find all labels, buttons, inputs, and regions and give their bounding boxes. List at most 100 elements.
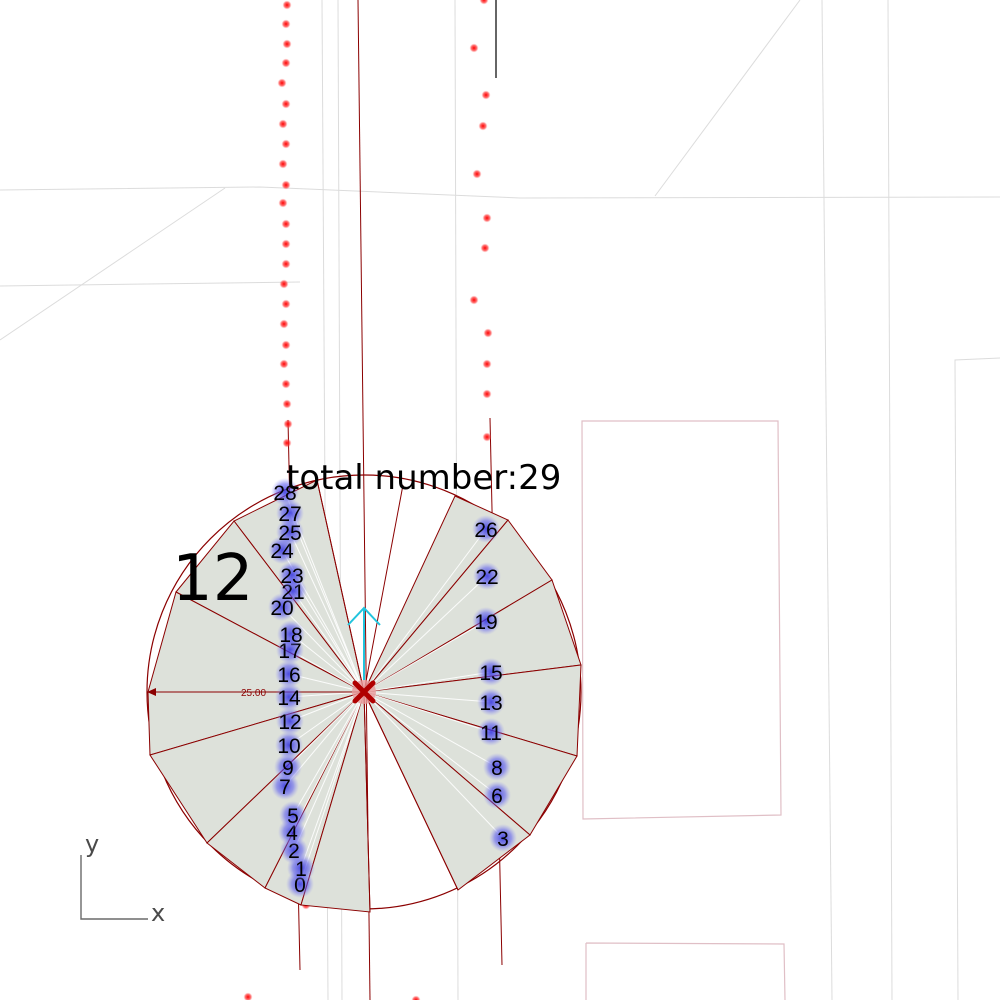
marker: 19 [472, 607, 500, 635]
sight-ray [287, 691, 365, 768]
marker: 27 [276, 499, 304, 527]
marker-glow [483, 781, 511, 809]
marker: 26 [472, 515, 500, 543]
sight-ray [300, 691, 365, 869]
marker-label: 22 [475, 566, 498, 589]
red-dot [282, 399, 292, 409]
marker: 10 [275, 731, 303, 759]
red-dot [482, 213, 492, 223]
marker: 15 [477, 658, 505, 686]
marker: 18 [277, 620, 305, 648]
sight-ray [363, 691, 492, 703]
sight-ray [363, 575, 488, 693]
marker-label: 1 [295, 858, 307, 881]
sight-ray [363, 671, 492, 693]
red-dot [482, 389, 492, 399]
total-count-label: total number:29 [286, 458, 561, 498]
marker-label: 18 [279, 624, 302, 647]
marker-label: 5 [287, 805, 299, 828]
road-edge-5 [887, 0, 893, 1000]
sight-ray [299, 691, 365, 885]
red-dot [281, 19, 291, 29]
red-dot [482, 359, 492, 369]
red-dot [479, 0, 489, 5]
red-dot [478, 121, 488, 131]
visibility-sectors [147, 479, 582, 913]
marker-glow [279, 801, 307, 829]
marker-label: 11 [480, 722, 502, 745]
marker: 28 [271, 478, 299, 506]
red-dot [243, 992, 253, 1000]
red-dot [482, 432, 492, 442]
sight-ray [363, 691, 498, 768]
marker-glow [472, 515, 500, 543]
sight-ray [288, 691, 365, 746]
red-dot [279, 319, 289, 329]
observer-cross-icon [352, 680, 376, 704]
marker-glow [472, 607, 500, 635]
red-dot [282, 39, 292, 49]
marker-label: 0 [294, 874, 306, 897]
marker-glow [477, 658, 505, 686]
red-dot-series [243, 0, 493, 1000]
marker: 16 [275, 660, 303, 688]
red-dot [469, 295, 479, 305]
sector-edge [363, 691, 371, 913]
north-arrow-icon [347, 606, 381, 680]
numbered-markers: 0123456789101112131415161718192021222324… [268, 478, 517, 898]
sector-edge [316, 479, 365, 693]
red-dot [411, 995, 421, 1000]
road-line-horizontal [0, 186, 1000, 199]
marker-label: 7 [279, 776, 291, 799]
marker-label: 15 [479, 662, 502, 685]
building-outline [581, 420, 782, 820]
marker-label: 12 [278, 711, 301, 734]
marker-glow [271, 478, 299, 506]
marker-glow [483, 753, 511, 781]
red-dot [281, 139, 291, 149]
marker: 9 [274, 753, 302, 781]
marker-glow [473, 562, 501, 590]
sight-ray [290, 633, 365, 693]
marker-glow [275, 683, 303, 711]
sight-ray [363, 691, 504, 839]
marker-label: 2 [288, 840, 300, 863]
red-dot [281, 379, 291, 389]
marker: 11 [477, 718, 505, 746]
sight-ray [289, 512, 365, 693]
big-number-label: 12 [172, 542, 253, 616]
red-dot [279, 279, 289, 289]
red-dot [278, 159, 288, 169]
red-dot [281, 99, 291, 109]
marker: 8 [483, 753, 511, 781]
red-dot [278, 119, 288, 129]
marker: 14 [275, 683, 303, 711]
marker-label: 14 [277, 687, 301, 710]
marker-label: 10 [277, 735, 300, 758]
red-dot [281, 259, 291, 269]
sight-ray [363, 620, 487, 693]
sector-edge [363, 691, 459, 891]
red-dot [282, 438, 292, 448]
sight-ray [289, 531, 365, 693]
marker-glow [477, 718, 505, 746]
red-dot [469, 43, 479, 53]
marker: 23 [278, 561, 306, 589]
marker-glow [274, 753, 302, 781]
sight-ray [363, 691, 492, 733]
red-dot [481, 90, 491, 100]
observer-point [347, 606, 381, 704]
marker-glow [489, 824, 517, 852]
marker-glow [276, 499, 304, 527]
marker: 12 [276, 707, 304, 735]
marker-label: 28 [273, 482, 296, 505]
marker: 6 [483, 781, 511, 809]
radius-dimension: 25.00 [147, 688, 364, 699]
red-dot [278, 198, 288, 208]
road-line-horizontal-2 [0, 281, 301, 287]
marker: 5 [279, 801, 307, 829]
sight-ray [292, 691, 365, 816]
red-dot [283, 419, 293, 429]
marker: 13 [477, 688, 505, 716]
red-dot [281, 299, 291, 309]
